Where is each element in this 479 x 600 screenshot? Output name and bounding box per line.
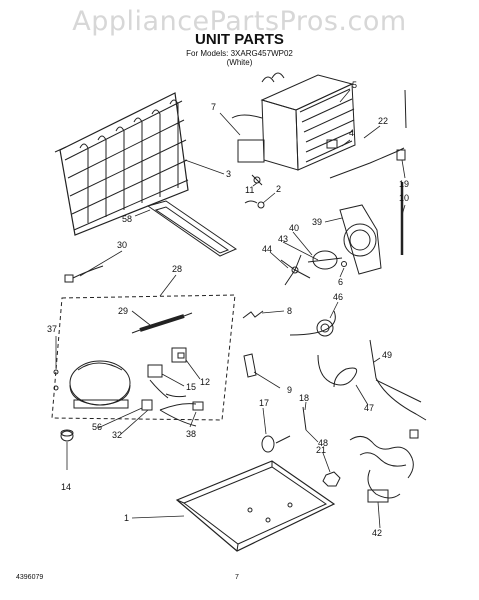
callout-7: 7 <box>211 102 216 112</box>
model-subtitle: For Models: 3XARG457WP02 <box>186 49 293 58</box>
base-plate <box>175 460 336 552</box>
drain-trough <box>146 200 238 257</box>
callout-49: 49 <box>382 350 392 360</box>
callout-32: 32 <box>112 430 122 440</box>
watermark: AppliancePartsPros.com <box>72 6 407 37</box>
fan-motor-assembly <box>280 204 382 286</box>
callout-19: 19 <box>399 179 409 189</box>
callout-37: 37 <box>47 324 57 334</box>
callout-29: 29 <box>118 306 128 316</box>
callout-3: 3 <box>226 169 231 179</box>
condenser-coil <box>54 92 189 236</box>
leader-lines <box>55 89 406 529</box>
color-subtitle: (White) <box>226 58 253 67</box>
evaporator-assembly <box>231 72 356 171</box>
callout-18: 18 <box>299 393 309 403</box>
nut <box>322 471 341 487</box>
callout-10: 10 <box>399 193 409 203</box>
callout-28: 28 <box>172 264 182 274</box>
callout-40: 40 <box>289 223 299 233</box>
callout-4: 4 <box>349 128 354 138</box>
callout-30: 30 <box>117 240 127 250</box>
callout-9: 9 <box>287 385 292 395</box>
filter-drier <box>131 312 193 334</box>
callout-46: 46 <box>333 292 343 302</box>
bracket <box>243 353 257 378</box>
relay-overload-parts <box>141 347 204 427</box>
callout-21: 21 <box>316 445 326 455</box>
heat-exchanger <box>317 339 427 421</box>
callout-56: 56 <box>92 422 102 432</box>
callout-1: 1 <box>124 513 129 523</box>
callout-42: 42 <box>372 528 382 538</box>
tubing-and-clip <box>242 310 336 337</box>
callout-47: 47 <box>364 403 374 413</box>
callout-6: 6 <box>338 277 343 287</box>
compressor-kit-box <box>51 294 236 421</box>
callout-8: 8 <box>287 306 292 316</box>
callout-11: 11 <box>245 185 254 195</box>
grommet-feet <box>60 429 74 442</box>
callout-39: 39 <box>312 217 322 227</box>
callout-14: 14 <box>61 482 71 492</box>
wiring-harness-top <box>326 89 407 255</box>
callout-numbers: 7 5 3 4 22 11 2 19 10 58 39 40 43 44 30 … <box>47 80 409 538</box>
callout-44: 44 <box>262 244 272 254</box>
document-number: 4396079 <box>16 574 44 581</box>
callout-38: 38 <box>186 429 196 439</box>
callout-2: 2 <box>276 184 281 194</box>
callout-5: 5 <box>352 80 357 90</box>
wiring-harness-bottom <box>349 429 419 503</box>
callout-22: 22 <box>378 116 388 126</box>
callout-48: 48 <box>318 438 328 448</box>
page-title: UNIT PARTS <box>195 31 284 48</box>
callout-17: 17 <box>259 398 269 408</box>
page-number: 7 <box>235 574 239 581</box>
callout-15: 15 <box>186 382 196 392</box>
callout-12: 12 <box>200 377 210 387</box>
callout-58: 58 <box>122 214 132 224</box>
callout-43: 43 <box>278 234 288 244</box>
grommet-and-clip <box>261 406 307 453</box>
compressor <box>53 360 131 409</box>
